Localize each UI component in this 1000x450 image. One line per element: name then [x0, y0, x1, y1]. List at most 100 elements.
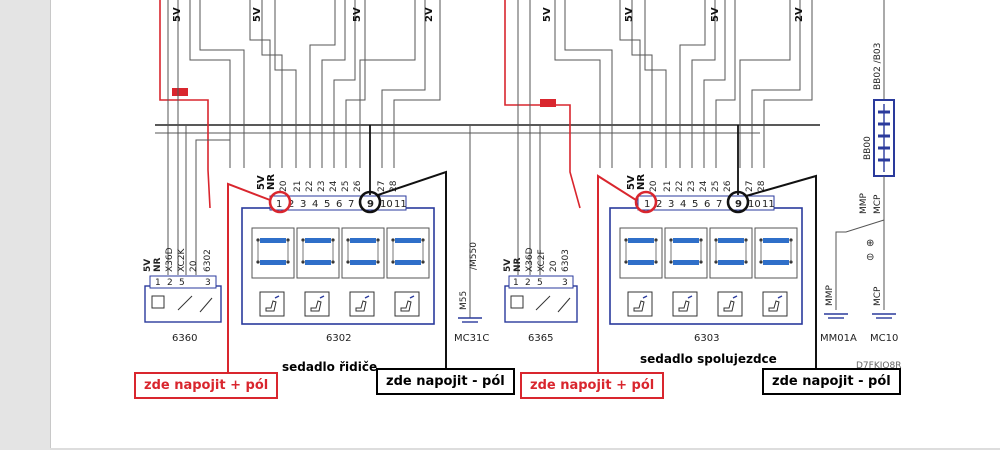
wire-label: XC2F [537, 249, 547, 272]
pin-label: 2 [288, 199, 294, 210]
minus-symbol: ⊖ [866, 252, 874, 263]
wire-label: X36D [165, 247, 175, 272]
pin-label: 5 [692, 199, 698, 210]
plus-symbol: ⊕ [866, 238, 874, 249]
voltage-label: 5V [503, 259, 513, 272]
pin-label: 1 [513, 278, 519, 288]
pin-label: 7 [716, 199, 722, 210]
wire-label: 27 [377, 181, 387, 192]
nr-label: NR [153, 257, 163, 272]
passenger-seat-caption: sedadlo spolujezdce [640, 352, 777, 366]
pin-label: 3 [668, 199, 674, 210]
pin-label: 2 [656, 199, 662, 210]
driver-group: 20 21 22 23 24 25 26 27 28 5V 5V 5V 2V 5… [143, 0, 482, 372]
ground-label-mc10: MC10 [870, 333, 898, 344]
wire-label: 27 [745, 181, 755, 192]
fuse-label: BB02 /B03 [873, 43, 883, 90]
voltage-label: 5V [143, 259, 153, 272]
component-label-6303: 6303 [694, 333, 719, 344]
voltage-label: 5V [624, 7, 635, 22]
wire-label: XC2K [177, 247, 187, 272]
voltage-label: 2V [424, 7, 435, 22]
pin-label: 1 [155, 278, 161, 288]
pin-label: 9 [735, 199, 742, 210]
callout-connect-minus-driver: zde napojit - pól [376, 368, 515, 395]
pin-label: 1 [644, 199, 650, 210]
fuse-label: BB00 [863, 136, 873, 160]
pin-label: 1 [276, 199, 282, 210]
diagram-code: D7FKJQ8R [856, 361, 901, 371]
wire-label: X36D [525, 247, 535, 272]
wire-label: 22 [305, 181, 315, 192]
voltage-label: 5V [626, 175, 637, 190]
component-label-6360: 6360 [172, 333, 197, 344]
pin-label: 11 [394, 199, 407, 210]
voltage-label: 5V [256, 175, 267, 190]
pin-label: 3 [205, 278, 211, 288]
nr-label: NR [513, 257, 523, 272]
pin-label: 10 [380, 199, 393, 210]
plus-pin-highlight [634, 190, 658, 214]
wire-label: MMP [859, 192, 869, 214]
wire-label: 25 [711, 181, 721, 192]
pin-label: 4 [680, 199, 686, 210]
component-label-6302: 6302 [326, 333, 351, 344]
voltage-label: 5V [710, 7, 721, 22]
wire-label: 26 [723, 180, 733, 192]
wire-label: 20 [189, 260, 199, 272]
pin-label: 3 [300, 199, 306, 210]
wire-label: 20 [649, 180, 659, 192]
pin-label: 5 [179, 278, 185, 288]
voltage-label: 5V [352, 7, 363, 22]
wire-label: M55 [459, 291, 469, 310]
wire-label: 21 [293, 181, 303, 192]
pin-label: 3 [562, 278, 568, 288]
wire-label: 6303 [561, 249, 571, 272]
voltage-label: 2V [794, 7, 805, 22]
pin-label: 10 [748, 199, 761, 210]
pin-label: 11 [762, 199, 775, 210]
pin-label: 9 [367, 199, 374, 210]
wire-label: 20 [279, 180, 289, 192]
wire-label: 28 [757, 180, 767, 192]
voltage-label: 5V [252, 7, 263, 22]
wire-label: 23 [687, 181, 697, 192]
wire-label: 24 [329, 180, 339, 192]
ground-label-mc31c: MC31C [454, 333, 489, 344]
minus-pin-highlight [726, 190, 750, 214]
fuse-and-grounds: BB02 /B03 BB00 MMP MCP MMP MCP ⊕ ⊖ [824, 0, 896, 319]
wire-label: /M550 [469, 242, 479, 270]
wire-label: 20 [549, 260, 559, 272]
minus-pin-highlight [358, 190, 382, 214]
wire-label: 26 [353, 180, 363, 192]
passenger-group: 20 21 22 23 24 25 26 27 28 5V 5V 5V 2V 5… [503, 0, 817, 372]
wire-label: 22 [675, 181, 685, 192]
component-label-6365: 6365 [528, 333, 553, 344]
wire-label: 21 [663, 181, 673, 192]
wire-label: MCP [873, 194, 883, 214]
pin-label: 7 [348, 199, 354, 210]
callout-connect-plus-passenger: zde napojit + pól [520, 372, 665, 399]
driver-seat-caption: sedadlo řidiče [282, 360, 378, 374]
callout-connect-plus-driver: zde napojit + pól [134, 372, 279, 399]
plus-pin-highlight [268, 190, 292, 214]
wire-label: 23 [317, 181, 327, 192]
wire-label: MCP [873, 286, 883, 306]
voltage-label: 5V [542, 7, 553, 22]
callout-connect-minus-passenger: zde napojit - pól [762, 368, 901, 395]
nr-label: NR [266, 174, 277, 190]
pin-label: 5 [324, 199, 330, 210]
pin-label: 5 [537, 278, 543, 288]
left-scrollbar-area [0, 0, 51, 450]
wire-label: MMP [825, 284, 835, 306]
nr-label: NR [636, 174, 647, 190]
wire-label: 25 [341, 181, 351, 192]
pin-label: 2 [167, 278, 173, 288]
voltage-label: 5V [172, 7, 183, 22]
pin-label: 6 [704, 199, 710, 210]
wire-label: 28 [389, 180, 399, 192]
wire-label: 6302 [203, 249, 213, 272]
pin-label: 6 [336, 199, 342, 210]
pin-label: 2 [525, 278, 531, 288]
